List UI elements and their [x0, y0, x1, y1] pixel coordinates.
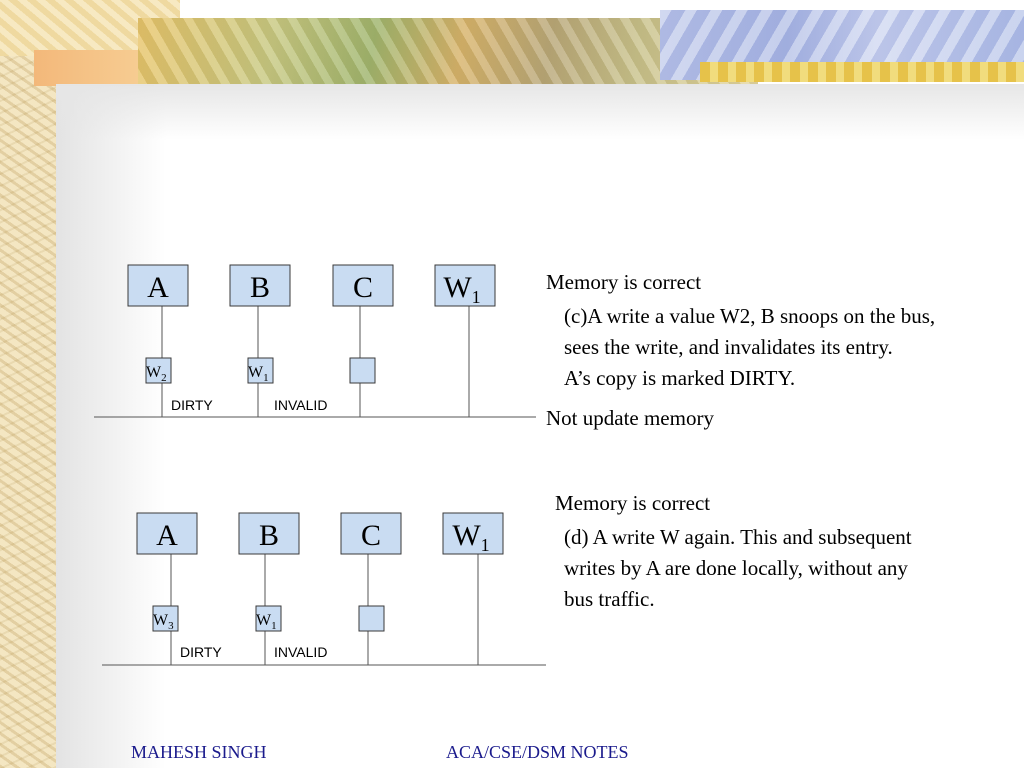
- description-c-line-3: A’s copy is marked DIRTY.: [564, 366, 796, 390]
- processor-label-c-b: B: [250, 271, 270, 304]
- processor-box-d-w: [442, 512, 504, 555]
- header-banner-orange: [34, 50, 154, 86]
- description-d-line-3: bus traffic.: [564, 587, 655, 611]
- processor-box-c-c: [332, 264, 394, 307]
- memory-status-c: Memory is correct: [546, 270, 702, 294]
- cache-box-d-b: [255, 605, 282, 632]
- cache-box-c-b: [247, 357, 274, 384]
- diagram-c: A B C W1 W2 W1 DIRTY INVALID: [94, 264, 536, 418]
- state-label-c-invalid: INVALID: [274, 397, 327, 413]
- description-c-line-2: sees the write, and invalidates its entr…: [564, 335, 893, 359]
- processor-box-c-a: [127, 264, 189, 307]
- cache-box-c-a: [145, 357, 172, 384]
- footer-course: ACA/CSE/DSM NOTES: [446, 742, 629, 762]
- cache-label-d-a: W3: [153, 612, 174, 632]
- processor-box-c-w: [434, 264, 496, 307]
- processor-label-c-w: W1: [443, 271, 480, 307]
- cache-label-c-a: W2: [146, 364, 167, 384]
- description-c-line-1: (c)A write a value W2, B snoops on the b…: [564, 304, 936, 328]
- processor-label-c-c: C: [353, 271, 373, 304]
- state-label-d-dirty: DIRTY: [180, 644, 222, 660]
- cache-label-c-b: W1: [248, 364, 269, 384]
- header-banner-leaves: [138, 18, 758, 84]
- bus-note-c: Not update memory: [546, 406, 714, 430]
- memory-status-d: Memory is correct: [555, 491, 711, 515]
- cache-box-d-c: [358, 605, 385, 632]
- left-texture-strip: [0, 0, 56, 768]
- processor-label-d-w: W1: [452, 519, 489, 555]
- description-d-line-1: (d) A write W again. This and subsequent: [564, 525, 912, 549]
- footer-author: MAHESH SINGH: [131, 742, 267, 762]
- processor-label-d-b: B: [259, 519, 279, 552]
- processor-label-d-a: A: [156, 519, 178, 552]
- processor-label-c-a: A: [147, 271, 169, 304]
- cache-box-d-a: [152, 605, 179, 632]
- processor-box-c-b: [229, 264, 291, 307]
- processor-box-d-b: [238, 512, 300, 555]
- description-d-line-2: writes by A are done locally, without an…: [564, 556, 908, 580]
- state-label-d-invalid: INVALID: [274, 644, 327, 660]
- processor-box-d-a: [136, 512, 198, 555]
- header-shadow: [56, 84, 1024, 140]
- header-banner-gold: [700, 62, 1024, 82]
- processor-box-d-c: [340, 512, 402, 555]
- state-label-c-dirty: DIRTY: [171, 397, 213, 413]
- processor-label-d-c: C: [361, 519, 381, 552]
- cache-label-d-b: W1: [256, 612, 277, 632]
- diagram-d: A B C W1 W3 W1 DIRTY INVALID: [102, 512, 546, 666]
- cache-box-c-c: [349, 357, 376, 384]
